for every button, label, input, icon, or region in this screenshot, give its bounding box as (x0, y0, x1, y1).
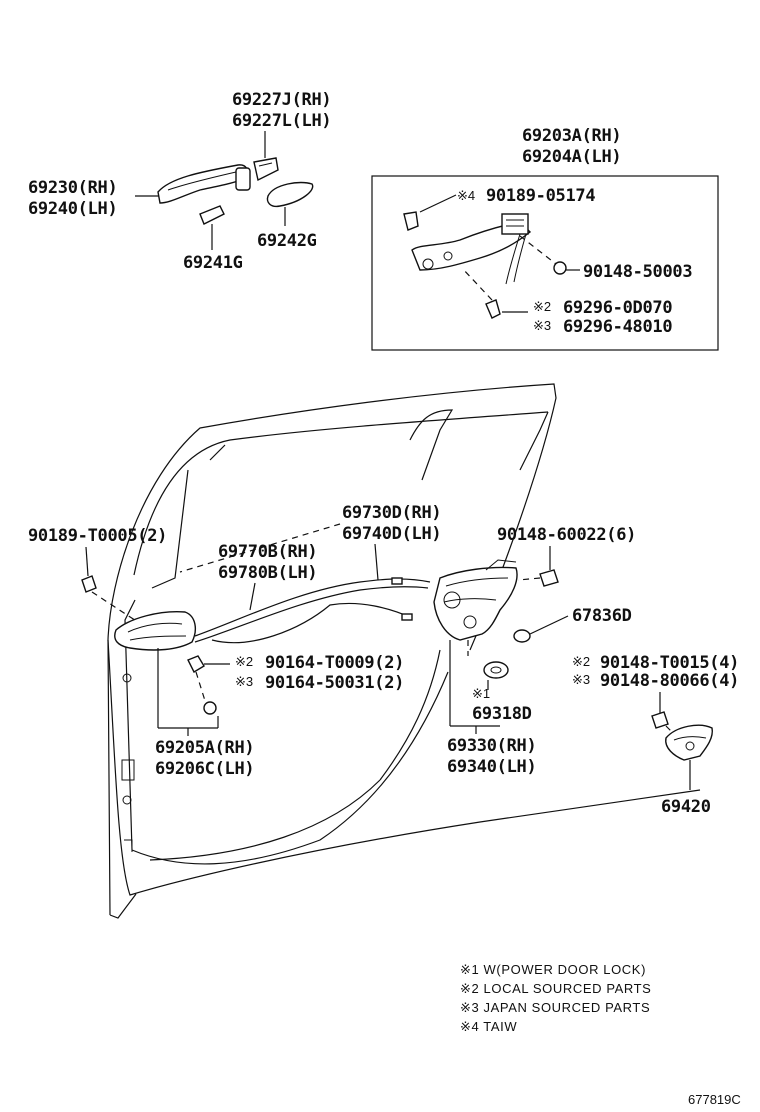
door-outline (107, 383, 701, 919)
clip-90189-T0005-part (81, 575, 97, 593)
label-69241G: 69241G (183, 253, 243, 273)
cable-end-part (391, 577, 403, 585)
mark-3-right: ※3 (572, 672, 590, 687)
door-lock-part (433, 566, 518, 641)
pad-69241G-part (199, 205, 225, 225)
label-90148-80066: 90148-80066(4) (600, 671, 739, 691)
label-90148-T0015: 90148-T0015(4) (600, 653, 739, 673)
striker-69420-part (665, 724, 714, 761)
notes-legend: ※1 W(POWER DOOR LOCK) ※2 LOCAL SOURCED P… (460, 962, 651, 1034)
label-69330: 69330(RH) (447, 736, 536, 756)
label-69227J: 69227J(RH) (232, 90, 331, 110)
handle-end-part (235, 167, 251, 191)
mark-3-top: ※3 (533, 318, 551, 333)
cap-part (203, 701, 217, 715)
label-90189-05174: 90189-05174 (486, 186, 595, 206)
handle-frame-part (411, 221, 532, 271)
label-69780B: 69780B(LH) (218, 563, 317, 583)
screw-90148-T0015-part (651, 711, 669, 729)
label-69203A: 69203A(RH) (522, 126, 621, 146)
handle-frame-group: 69203A(RH) 69204A(LH) ※4 90189-05174 901… (371, 126, 719, 351)
mark-2-mid: ※2 (235, 654, 253, 669)
mark-2-right: ※2 (572, 654, 590, 669)
label-90189-T0005: 90189-T0005(2) (28, 526, 167, 546)
label-69242G: 69242G (257, 231, 317, 251)
label-69340: 69340(LH) (447, 757, 536, 777)
label-69296-48010: 69296-48010 (563, 317, 672, 337)
mark-4: ※4 (457, 188, 475, 203)
label-90148-60022: 90148-60022(6) (497, 525, 636, 545)
note-3: ※3 JAPAN SOURCED PARTS (460, 1000, 650, 1015)
label-90148-50003: 90148-50003 (583, 262, 692, 282)
cable-group: 69730D(RH) 69740D(LH) 69770B(RH) 69780B(… (28, 503, 442, 779)
note-2: ※2 LOCAL SOURCED PARTS (460, 981, 651, 996)
clip-part (403, 211, 419, 231)
door-lock-group: 90148-60022(6) 67836D ※1 69318D 69330(RH… (433, 525, 636, 777)
frame-box (371, 175, 719, 351)
note-1: ※1 W(POWER DOOR LOCK) (460, 962, 646, 977)
grommet-69318D-part (483, 661, 509, 679)
mark-2-top: ※2 (533, 299, 551, 314)
outside-handle-part (157, 164, 249, 204)
mark-3-mid: ※3 (235, 674, 253, 689)
outside-handle-group: 69227J(RH) 69227L(LH) 69230(RH) 69240(LH… (28, 90, 332, 273)
mark-1: ※1 (472, 686, 490, 701)
label-67836D: 67836D (572, 606, 632, 626)
label-69420: 69420 (661, 797, 711, 817)
label-69205A: 69205A(RH) (155, 738, 254, 758)
label-69230: 69230(RH) (28, 178, 117, 198)
bolt-90148-50003-part (553, 261, 567, 275)
gasket-69242G-part (266, 181, 314, 208)
label-69296-0D070: 69296-0D070 (563, 298, 672, 318)
label-69206C: 69206C(LH) (155, 759, 254, 779)
label-69770B: 69770B(RH) (218, 542, 317, 562)
inside-handle-part (114, 610, 197, 651)
label-90164-50031: 90164-50031(2) (265, 673, 404, 693)
label-69318D: 69318D (472, 704, 532, 724)
striker-group: ※2 90148-T0015(4) ※3 90148-80066(4) 6942… (572, 653, 739, 817)
label-90164-T0009: 90164-T0009(2) (265, 653, 404, 673)
frame-housing-part (501, 213, 529, 235)
note-4: ※4 TAIW (460, 1019, 517, 1034)
label-69227L: 69227L(LH) (232, 111, 331, 131)
diagram-code: 677819C (688, 1092, 741, 1107)
label-69204A: 69204A(LH) (522, 147, 621, 167)
screw-90164-part (187, 655, 205, 673)
label-69730D: 69730D(RH) (342, 503, 441, 523)
cable-end-part-2 (401, 613, 413, 621)
screw-69296-part (485, 299, 501, 319)
handle-cap-part (253, 157, 279, 182)
label-69740D: 69740D(LH) (342, 524, 441, 544)
washer-67836D-part (513, 629, 531, 643)
label-69240: 69240(LH) (28, 199, 117, 219)
bolt-90148-60022-part (539, 569, 559, 587)
